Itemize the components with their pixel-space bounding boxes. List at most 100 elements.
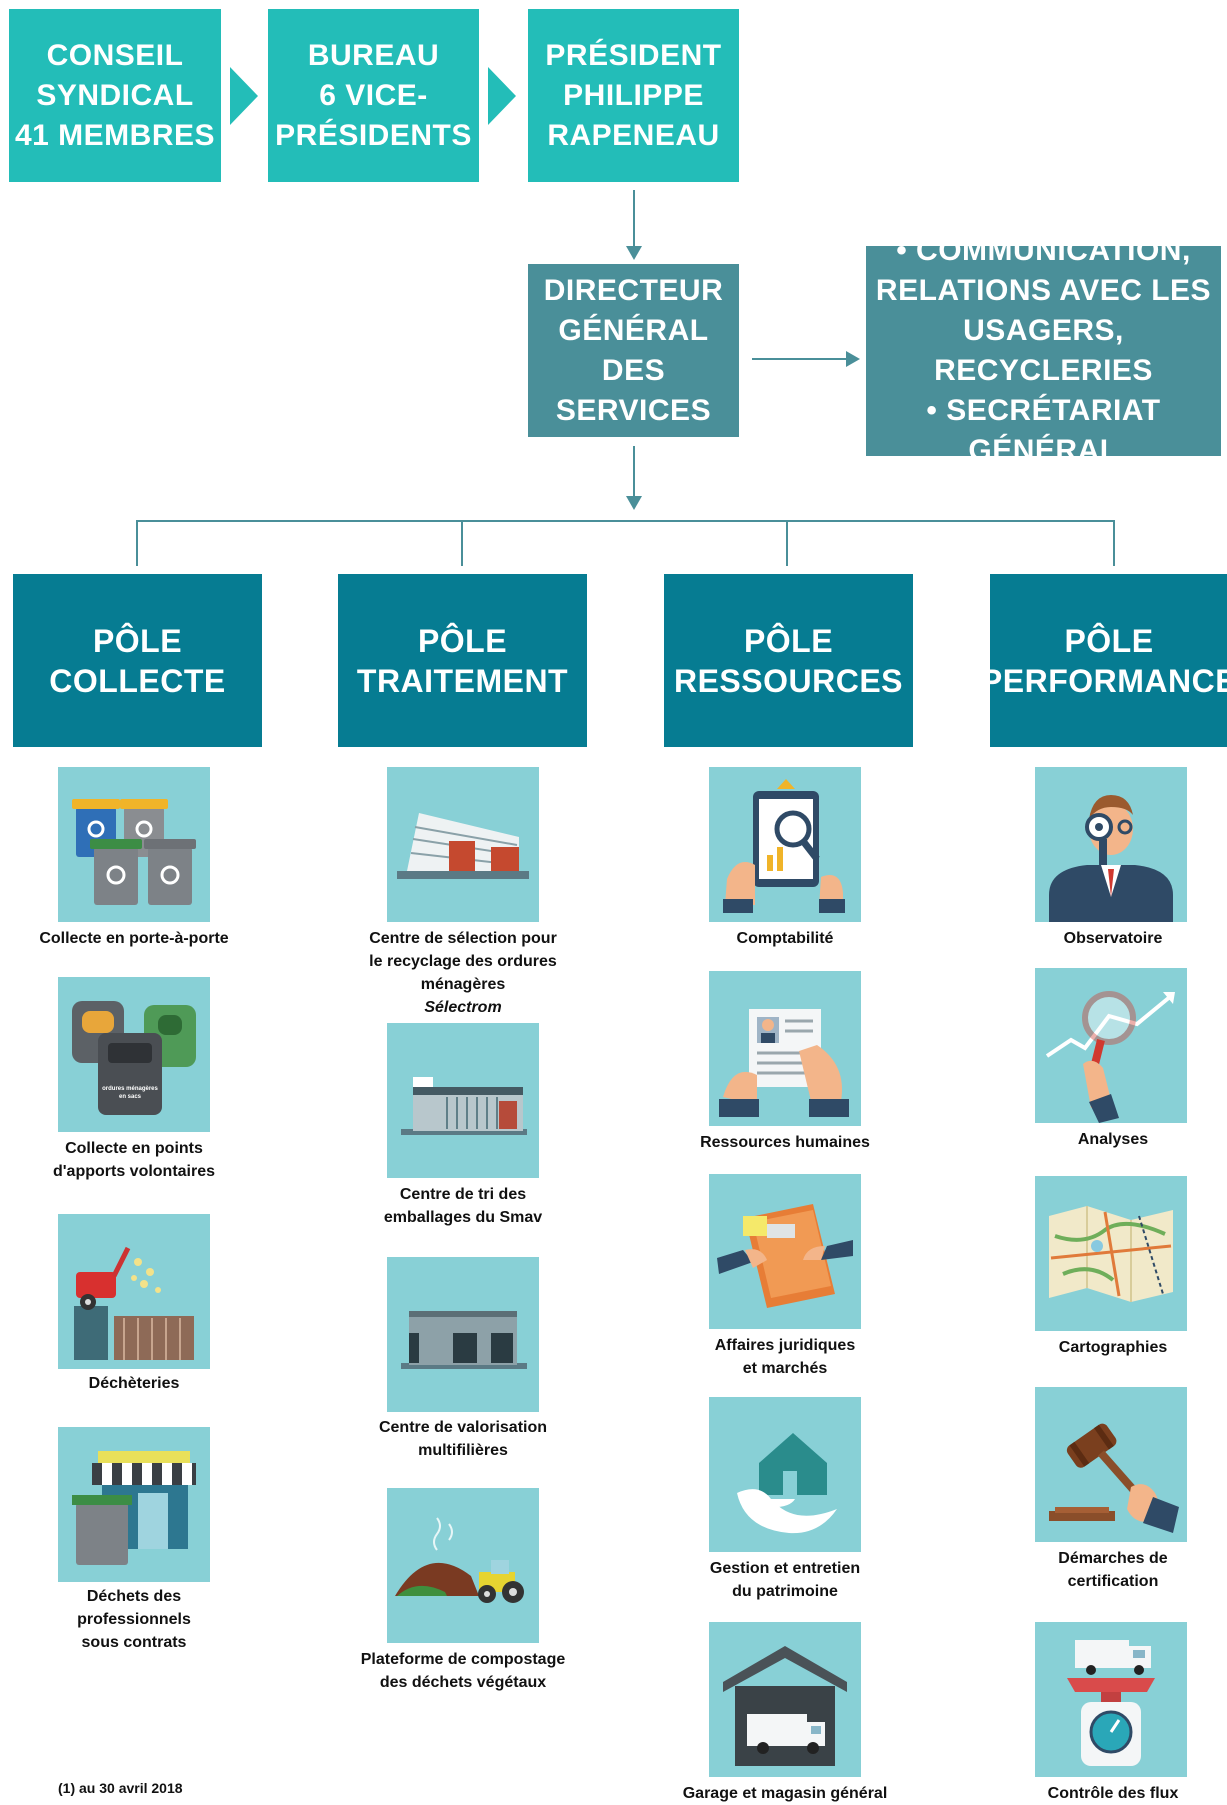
label-line: Centre de sélection pour (369, 930, 557, 947)
item-label: Comptabilité (665, 927, 905, 950)
item-label: Plateforme de compostage des déchets vég… (343, 1648, 583, 1694)
item-label: Analyses (993, 1128, 1227, 1151)
hr-cv-icon (709, 971, 861, 1126)
drop-off-containers-icon: ordures ménagères en sacs (58, 977, 210, 1132)
label-italic: Sélectrom (424, 999, 502, 1016)
label-line: Collecte en porte-à-porte (39, 930, 229, 947)
label-line: Collecte en points (65, 1140, 203, 1157)
label-line: Garage et magasin général (682, 1785, 888, 1802)
item-label: Garage et magasin général (665, 1782, 905, 1805)
box-line: GÉNÉRAL (558, 313, 709, 347)
label-line: des déchets végétaux (379, 1674, 547, 1691)
box-line: PÔLE (1064, 622, 1154, 659)
label-line: et marchés (742, 1360, 828, 1377)
box-line: DES SERVICES (555, 353, 712, 427)
footnote: (1) au 30 avril 2018 (58, 1780, 183, 1796)
box-line: TRAITEMENT (356, 662, 569, 699)
connector-line (136, 520, 138, 566)
box-line: 41 MEMBRES (14, 118, 216, 152)
connector-line (786, 520, 788, 566)
item-label: Collecte en porte-à-porte (14, 927, 254, 950)
label-line: Centre de valorisation (378, 1419, 548, 1436)
item-label: Cartographies (993, 1336, 1227, 1359)
box-line: CONSEIL (46, 38, 184, 72)
connector-line (633, 190, 635, 246)
pole-collecte: PÔLE COLLECTE (13, 574, 262, 747)
directeur-general-box: DIRECTEUR GÉNÉRAL DES SERVICES (528, 264, 739, 437)
label-line: Centre de tri des (399, 1186, 527, 1203)
services-box: • COMMUNICATION, RELATIONS AVEC LES USAG… (866, 234, 1221, 467)
box-line: RELATIONS AVEC LES (875, 274, 1212, 307)
label-part: ménagères (420, 976, 506, 993)
label-line: le recyclage des ordures (369, 953, 557, 970)
connector-line (633, 446, 635, 496)
label-line: sous contrats (81, 1634, 187, 1651)
house-hand-icon (709, 1397, 861, 1552)
box-line: • COMMUNICATION, (896, 234, 1191, 267)
item-label: Déchets des professionnels sous contrats (14, 1585, 254, 1654)
label-line: Ressources humaines (700, 1134, 870, 1151)
box-line: • SECRÉTARIAT GÉNÉRAL (926, 394, 1161, 467)
pole-ressources: PÔLE RESSOURCES (664, 574, 913, 747)
box-line: PÔLE (92, 622, 183, 659)
label-line: emballages du Smav (383, 1209, 543, 1226)
conseil-syndical-box: CONSEIL SYNDICAL 41 MEMBRES (9, 9, 221, 182)
label-line: Analyses (1077, 1131, 1149, 1148)
recovery-center-icon (387, 1257, 539, 1412)
connector-line (136, 520, 1115, 522)
gavel-icon (1035, 1387, 1187, 1542)
map-icon (1035, 1176, 1187, 1331)
box-line: PÔLE (417, 622, 508, 659)
arrow-right-icon (846, 351, 860, 367)
accounting-icon (709, 767, 861, 922)
pole-performance: PÔLE PERFORMANCE (981, 574, 1227, 747)
arrow-right-icon (488, 67, 516, 125)
item-label: Centre de valorisation multifilières (343, 1416, 583, 1462)
observer-magnifier-icon (1035, 767, 1187, 922)
label-line: d'apports volontaires (52, 1163, 216, 1180)
recycling-center-icon (58, 1214, 210, 1369)
label-line: Affaires juridiques (714, 1337, 856, 1354)
box-line: COLLECTE (49, 662, 226, 699)
president-box: PRÉSIDENT PHILIPPE RAPENEAU (528, 9, 739, 182)
selection-plant-icon (387, 767, 539, 922)
box-line: USAGERS, RECYCLERIES (934, 314, 1153, 387)
box-line: BUREAU (307, 38, 440, 72)
item-label: Gestion et entretien du patrimoine (665, 1557, 905, 1603)
item-label: Déchèteries (14, 1372, 254, 1395)
compost-tractor-icon (387, 1488, 539, 1643)
pole-traitement: PÔLE TRAITEMENT (338, 574, 587, 747)
connector-line (1113, 520, 1115, 566)
connector-line (752, 358, 848, 360)
item-label: Ressources humaines (665, 1131, 905, 1154)
label-line: Gestion et entretien (709, 1560, 861, 1577)
item-label: Collecte en points d'apports volontaires (14, 1137, 254, 1183)
box-line: PERFORMANCE (980, 662, 1227, 699)
item-label: Contrôle des flux (993, 1782, 1227, 1805)
arrow-right-icon (230, 67, 258, 125)
garage-truck-icon (709, 1622, 861, 1777)
connector-line (461, 520, 463, 566)
analysis-chart-icon (1035, 968, 1187, 1123)
box-line: RESSOURCES (673, 662, 904, 699)
box-line: PÔLE (743, 622, 834, 659)
label-line: Observatoire (1063, 930, 1163, 947)
scale-truck-icon (1035, 1622, 1187, 1777)
label-line: Déchèteries (88, 1375, 180, 1392)
label-line: Cartographies (1058, 1339, 1168, 1356)
label-line: Démarches de (1058, 1550, 1168, 1567)
item-label: Centre de sélection pour le recyclage de… (343, 927, 583, 1019)
box-line: PHILIPPE (563, 78, 704, 112)
item-label: Affaires juridiques et marchés (665, 1334, 905, 1380)
item-label: Observatoire (993, 927, 1227, 950)
legal-folder-icon (709, 1174, 861, 1329)
box-line: SYNDICAL (36, 78, 194, 112)
label-line: professionnels (77, 1611, 191, 1628)
sorting-center-icon (387, 1023, 539, 1178)
arrow-down-icon (626, 496, 642, 510)
box-line: DIRECTEUR (543, 273, 724, 307)
label-line: Plateforme de compostage (360, 1651, 566, 1668)
box-line: PRÉSIDENT (545, 38, 722, 72)
arrow-down-icon (626, 246, 642, 260)
label-line: certification (1067, 1573, 1159, 1590)
